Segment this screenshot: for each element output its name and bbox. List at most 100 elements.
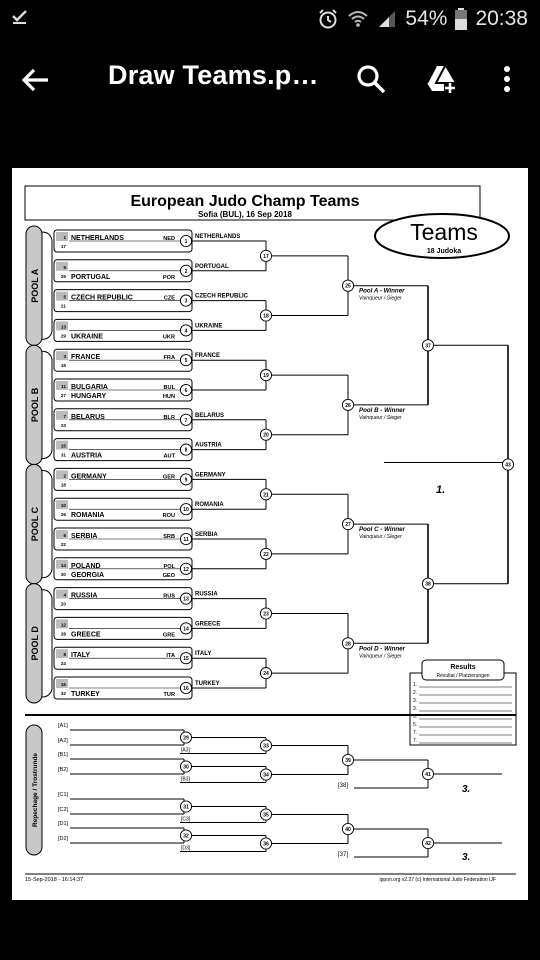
bout-36-number: 36 [263,842,269,848]
bout-24-circle [259,667,273,680]
entry-number: 23 [61,423,67,428]
seed-shade [56,679,68,688]
entry-number: 30 [61,572,67,577]
entry-number: 32 [61,691,67,696]
entry-number: 25 [61,274,67,279]
r1-winner: GERMANY [195,472,226,478]
footer-right: ippon.org v2.27 (c) International Judo F… [380,877,496,883]
search-icon[interactable] [354,62,388,96]
result-place: 5. [413,722,417,728]
signal-icon [379,11,396,27]
bout-9-circle [179,473,193,486]
bout-7-number: 7 [185,418,188,424]
bout-23-circle [259,607,273,620]
result-place: 3. [413,706,417,712]
teams-badge [374,213,510,259]
back-arrow-icon[interactable] [20,64,52,96]
third-place-label-1: 3. [462,784,470,795]
entry-number: 31 [61,453,67,458]
bout-13-number: 13 [183,597,189,603]
entry-seed: 1 [63,235,66,240]
bout-20-number: 20 [263,433,269,439]
rep-slot-label: [D2] [58,836,69,842]
team-name: GEORGIA [71,572,104,579]
entry-number: 28 [61,631,67,636]
bout-17-number: 17 [263,254,269,260]
bout-19-number: 19 [263,373,269,379]
team-name: RUSSIA [71,593,97,600]
entry-seed: 3 [63,354,66,359]
team-code: RUS [163,594,175,600]
pool-label: POOL A [30,268,40,303]
bout-31-circle [179,800,193,813]
bout-16-number: 16 [183,686,189,692]
more-options-icon[interactable] [490,62,524,96]
bout-11-circle [179,532,193,546]
rep-sub-label: [B3] [181,777,191,783]
results-title: Results [450,664,475,671]
pool-bracket [41,350,53,460]
entry-number: 27 [61,393,67,398]
pool-label: POOL B [30,387,40,422]
team-name: POLAND [71,563,101,570]
bout-20-circle [259,428,273,441]
pdf-page[interactable]: European Judo Champ Teams Sofia (BUL), 1… [12,168,528,900]
entry-number: 17 [61,244,67,249]
bout-27-circle [341,518,355,531]
result-place: 3. [413,698,417,704]
bout-14-number: 14 [183,626,189,632]
team-name: NETHERLANDS [71,235,124,242]
entry-number: 29 [61,333,67,338]
bout-32-circle [179,829,193,842]
seed-shade [56,589,68,599]
sheet-subtitle: Sofia (BUL), 16 Sep 2018 [198,210,292,219]
team-name: BELARUS [71,414,105,421]
bout-26-circle [341,398,355,411]
bout-16-circle [179,681,193,695]
team-name: UKRAINE [71,333,103,340]
repechage-tab [25,724,43,856]
download-done-icon [12,10,27,24]
bout-35-number: 35 [263,813,269,819]
bout-25-circle [341,279,355,292]
pool-label: POOL D [30,626,40,661]
seed-shade [56,619,68,629]
bout-41-number: 41 [425,772,431,778]
footer-left: 15-Sep-2018 - 16:14:37 [25,877,83,883]
bout-29-circle [179,731,193,744]
entry-seed: 13 [61,324,67,329]
seed-shade [56,381,68,390]
rep-sub-label: [A3] [181,748,191,754]
first-place-label: 1. [436,484,445,496]
r1-winner: FRANCE [195,353,220,359]
bout-40-number: 40 [345,827,351,833]
add-to-drive-icon[interactable] [424,62,458,96]
bout-21-number: 21 [263,492,269,498]
r1-winner: SERBIA [195,532,218,538]
entry-seed: 6 [63,533,66,538]
bout-42-circle [421,836,435,850]
bout-21-circle [259,488,273,501]
bout-3-circle [179,294,193,307]
bout-6-circle [179,383,193,397]
pool-bracket [41,589,53,698]
badge-title: Teams [410,219,478,245]
team-code: POR [163,275,175,281]
bout-1-number: 1 [185,239,188,245]
seed-shade [56,291,68,301]
bout-35-circle [259,808,273,821]
battery-percent: 54% [405,7,448,30]
rep-sub-label: [D3] [181,846,191,852]
rep-slot-label: [C1] [58,792,69,798]
bout-22-circle [259,547,273,560]
entry-number: 21 [61,304,67,309]
bout-1-circle [179,234,193,248]
bout-26-number: 26 [345,403,351,409]
team-name: FRANCE [71,354,100,361]
entry-number: 19 [61,363,67,368]
entry-seed: 2 [63,473,66,478]
team-name: ITALY [71,652,90,659]
bout-18-number: 18 [263,314,269,320]
bout-43-number: 43 [505,463,511,469]
team-name: SERBIA [71,533,97,540]
